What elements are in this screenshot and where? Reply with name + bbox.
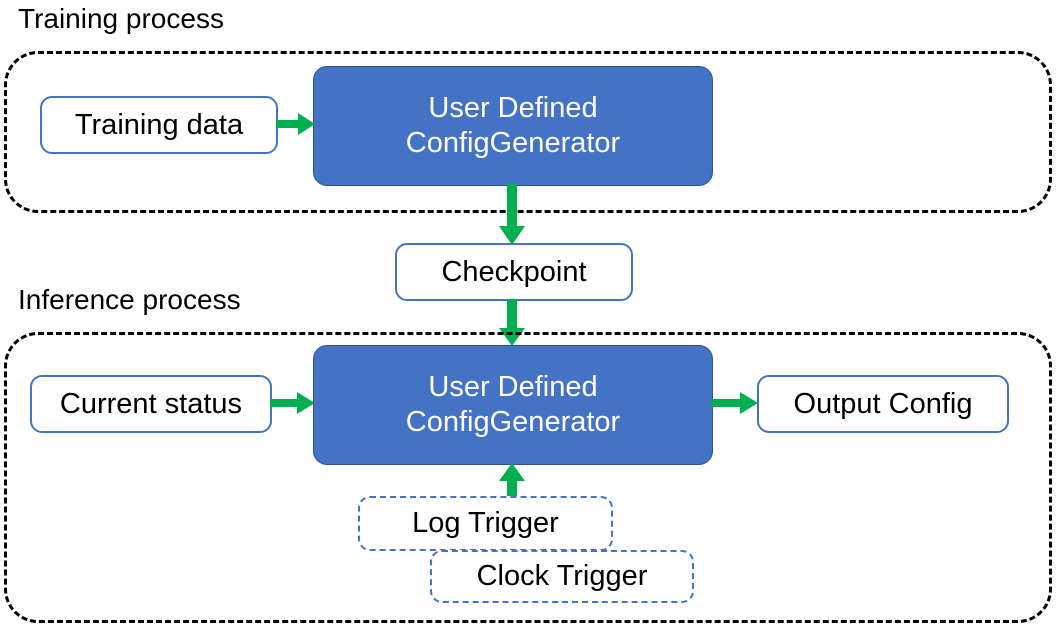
node-checkpoint[interactable]: Checkpoint [395, 243, 633, 301]
node-checkpoint-label: Checkpoint [441, 255, 587, 288]
node-inference-config-generator[interactable]: User Defined ConfigGenerator [313, 345, 713, 465]
node-inference-config-generator-line2: ConfigGenerator [405, 406, 621, 438]
node-clock-trigger-label: Clock Trigger [476, 560, 648, 592]
arrow-training-data-to-generator [276, 110, 316, 138]
node-current-status-label: Current status [59, 387, 243, 420]
node-log-trigger[interactable]: Log Trigger [358, 496, 613, 551]
node-training-config-generator-line1: User Defined [428, 92, 598, 124]
inference-process-title: Inference process [18, 284, 241, 315]
inference-process-group [4, 332, 1052, 623]
arrow-generator-to-checkpoint [498, 184, 526, 246]
node-inference-config-generator-line1: User Defined [428, 371, 598, 403]
training-process-title: Training process [18, 3, 224, 34]
node-training-config-generator-line2: ConfigGenerator [405, 127, 621, 159]
node-current-status[interactable]: Current status [30, 375, 272, 433]
arrow-current-status-to-generator [270, 389, 316, 417]
arrow-triggers-to-generator [498, 463, 526, 501]
node-output-config[interactable]: Output Config [757, 375, 1009, 433]
node-log-trigger-label: Log Trigger [412, 507, 559, 539]
node-training-config-generator[interactable]: User Defined ConfigGenerator [313, 66, 713, 186]
node-output-config-label: Output Config [793, 387, 973, 420]
node-training-data-label: Training data [74, 108, 244, 141]
arrow-generator-to-output-config [711, 389, 759, 417]
node-training-data[interactable]: Training data [40, 96, 278, 154]
training-process-group [4, 51, 1052, 213]
node-clock-trigger[interactable]: Clock Trigger [430, 550, 694, 603]
